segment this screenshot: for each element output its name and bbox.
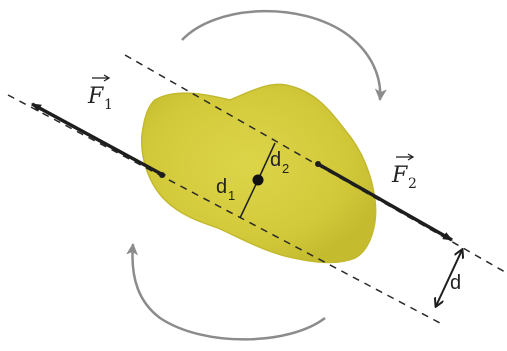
svg-text:1: 1 [228,188,235,203]
label-d1: d 1 [216,176,235,203]
rigid-body [141,83,377,264]
label-d2: d 2 [270,149,289,176]
svg-text:2: 2 [408,176,417,192]
rotation-arrow-top-icon [181,10,387,101]
svg-text:F: F [391,163,408,188]
svg-text:2: 2 [282,161,289,176]
svg-text:F: F [87,84,104,109]
label-f1: F 1 [87,74,113,113]
perpendicular-d1-line [239,179,259,219]
distance-d-arrow [436,250,462,306]
force-f2-application-point [315,161,321,167]
svg-text:1: 1 [104,97,113,113]
svg-text:d: d [270,149,281,171]
force-f2-arrow [317,162,453,242]
label-d: d [450,272,461,294]
pivot-point [252,174,264,186]
force-f1-arrow [31,102,166,178]
label-f2: F 2 [391,153,417,192]
rotation-arrow-bottom-icon [126,243,326,341]
line-of-action-lower [7,94,441,324]
perpendicular-d2-line [257,142,276,181]
svg-text:d: d [216,176,227,198]
force-f1-application-point [159,172,165,178]
